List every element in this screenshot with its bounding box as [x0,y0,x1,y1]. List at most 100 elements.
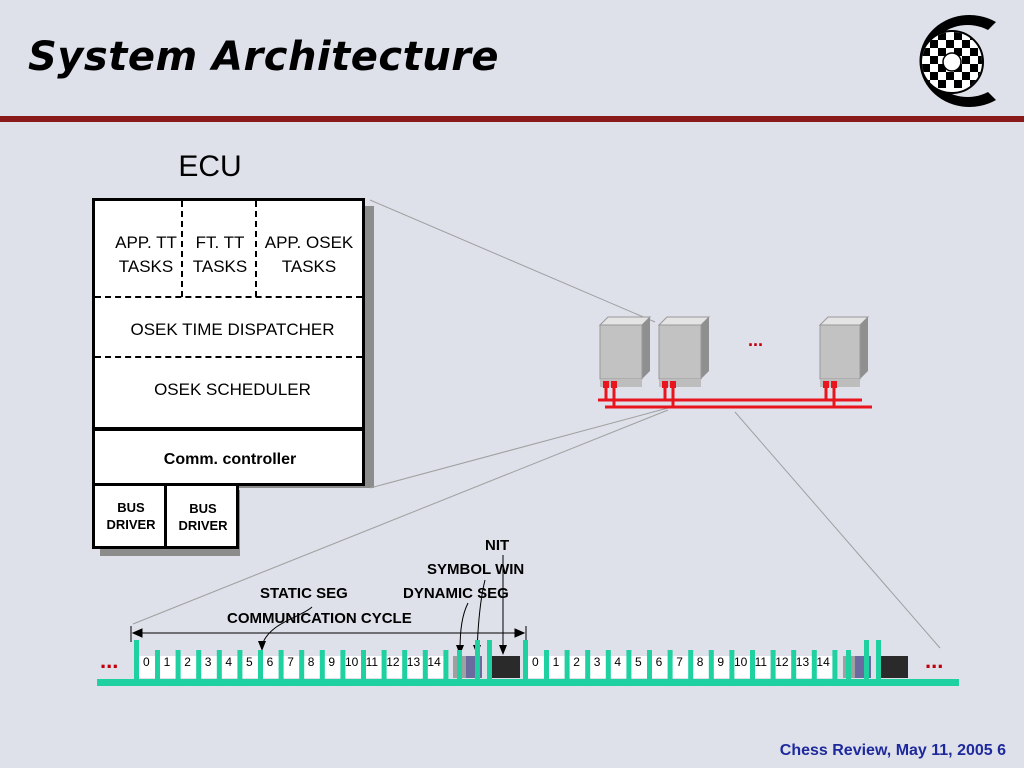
slot-number: 4 [614,655,622,669]
timeline-tick [340,650,346,686]
tasks-divider [95,296,362,298]
osek-time-dispatcher: OSEK TIME DISPATCHER [130,320,335,339]
static-seg-label: STATIC SEG [260,585,348,602]
slot-number: 14 [816,655,830,669]
timeline-tick [278,650,284,686]
timeline-tick [457,650,462,686]
slot-number: 12 [775,655,789,669]
timeline-tick [688,650,694,686]
slot-number: 9 [328,655,336,669]
slot-number: 8 [696,655,704,669]
timeline-tick [258,650,263,686]
slot-number: 6 [266,655,274,669]
slot-number: 12 [386,655,400,669]
timeline-tick [647,650,652,686]
timeline-tick [402,650,408,686]
timeline-tick [667,650,673,686]
ecu-software-box [92,198,365,430]
slot-number: 8 [307,655,315,669]
osek-scheduler: OSEK SCHEDULER [154,380,311,399]
network-node-1 [598,316,652,388]
slot-number: 14 [427,655,441,669]
title-divider [0,116,1024,122]
slide-title: System Architecture [28,34,500,80]
timeline-tick [864,640,869,686]
slot-number: 1 [163,655,171,669]
timeline-tick [605,650,611,686]
chess-logo [919,14,996,107]
timeline-tick [811,650,817,686]
slot-number: 7 [287,655,294,669]
timeline-tick [750,650,755,686]
ecu-label: ECU [178,150,242,183]
timeline-tick [791,650,797,686]
slot-number: 2 [573,655,580,669]
timeline-tick [475,640,480,686]
slot-number: 11 [754,655,768,669]
slot-number: 13 [406,655,421,669]
bus-driver-box-2 [164,483,239,549]
slot-number: 5 [635,655,642,669]
slot-number: 4 [225,655,233,669]
timeline-tick [487,640,492,686]
task-divider-1 [181,201,183,297]
slot-number: 3 [593,655,601,669]
comm-controller-box [92,428,365,486]
slot-number: 1 [552,655,560,669]
comm-controller: Comm. controller [163,451,297,468]
nit-label: NIT [485,537,510,554]
footer: Chess Review, May 11, 2005 6 [779,742,1006,759]
timeline-left-ellipsis: ... [100,648,119,673]
slot-number: 3 [204,655,212,669]
timeline-tick [626,650,632,686]
dynamic-seg-label: DYNAMIC SEG [403,585,509,602]
timeline-right-ellipsis: ... [925,648,944,673]
timeline-tick [544,650,549,686]
timeline-ticks [134,640,881,686]
timeline-tick [196,650,202,686]
slot-number: 6 [655,655,663,669]
timeline-tick [381,650,387,686]
timeline-tick [876,640,881,686]
slot-number: 0 [143,655,150,669]
timeline-tick [299,650,305,686]
slot-number: 11 [365,655,379,669]
timeline-tick [729,650,735,686]
slot-number: 13 [795,655,810,669]
timeline-tick [175,650,181,686]
communication-cycle-label: COMMUNICATION CYCLE [227,610,412,627]
timeline-tick [846,650,851,686]
network-node-3 [818,316,870,388]
timeline-tick [155,650,160,686]
network-bus [598,386,872,409]
slot-number: 5 [246,655,253,669]
network-node-2 [657,316,711,388]
network-ellipsis: ... [748,330,764,350]
communication-cycle-arrow [130,626,527,642]
segment-pointers [261,555,504,652]
timeline-tick [319,650,325,686]
slot-number: 10 [734,655,748,669]
bus-driver-box-1 [92,483,167,549]
dispatcher-divider [95,356,362,358]
slot-number: 0 [532,655,539,669]
timeline-tick [134,640,139,686]
timeline-tick [770,650,776,686]
timeline-tick [585,650,591,686]
timeline-tick [443,650,449,686]
task-divider-2 [255,201,257,297]
timeline-tick [564,650,570,686]
timeline-tick [708,650,714,686]
timeline-tick [832,650,838,686]
slot-number: 2 [184,655,191,669]
slot-number: 7 [676,655,683,669]
timeline-tick [216,650,222,686]
timeline-tick [361,650,366,686]
symbol-win-label: SYMBOL WIN [427,561,525,578]
